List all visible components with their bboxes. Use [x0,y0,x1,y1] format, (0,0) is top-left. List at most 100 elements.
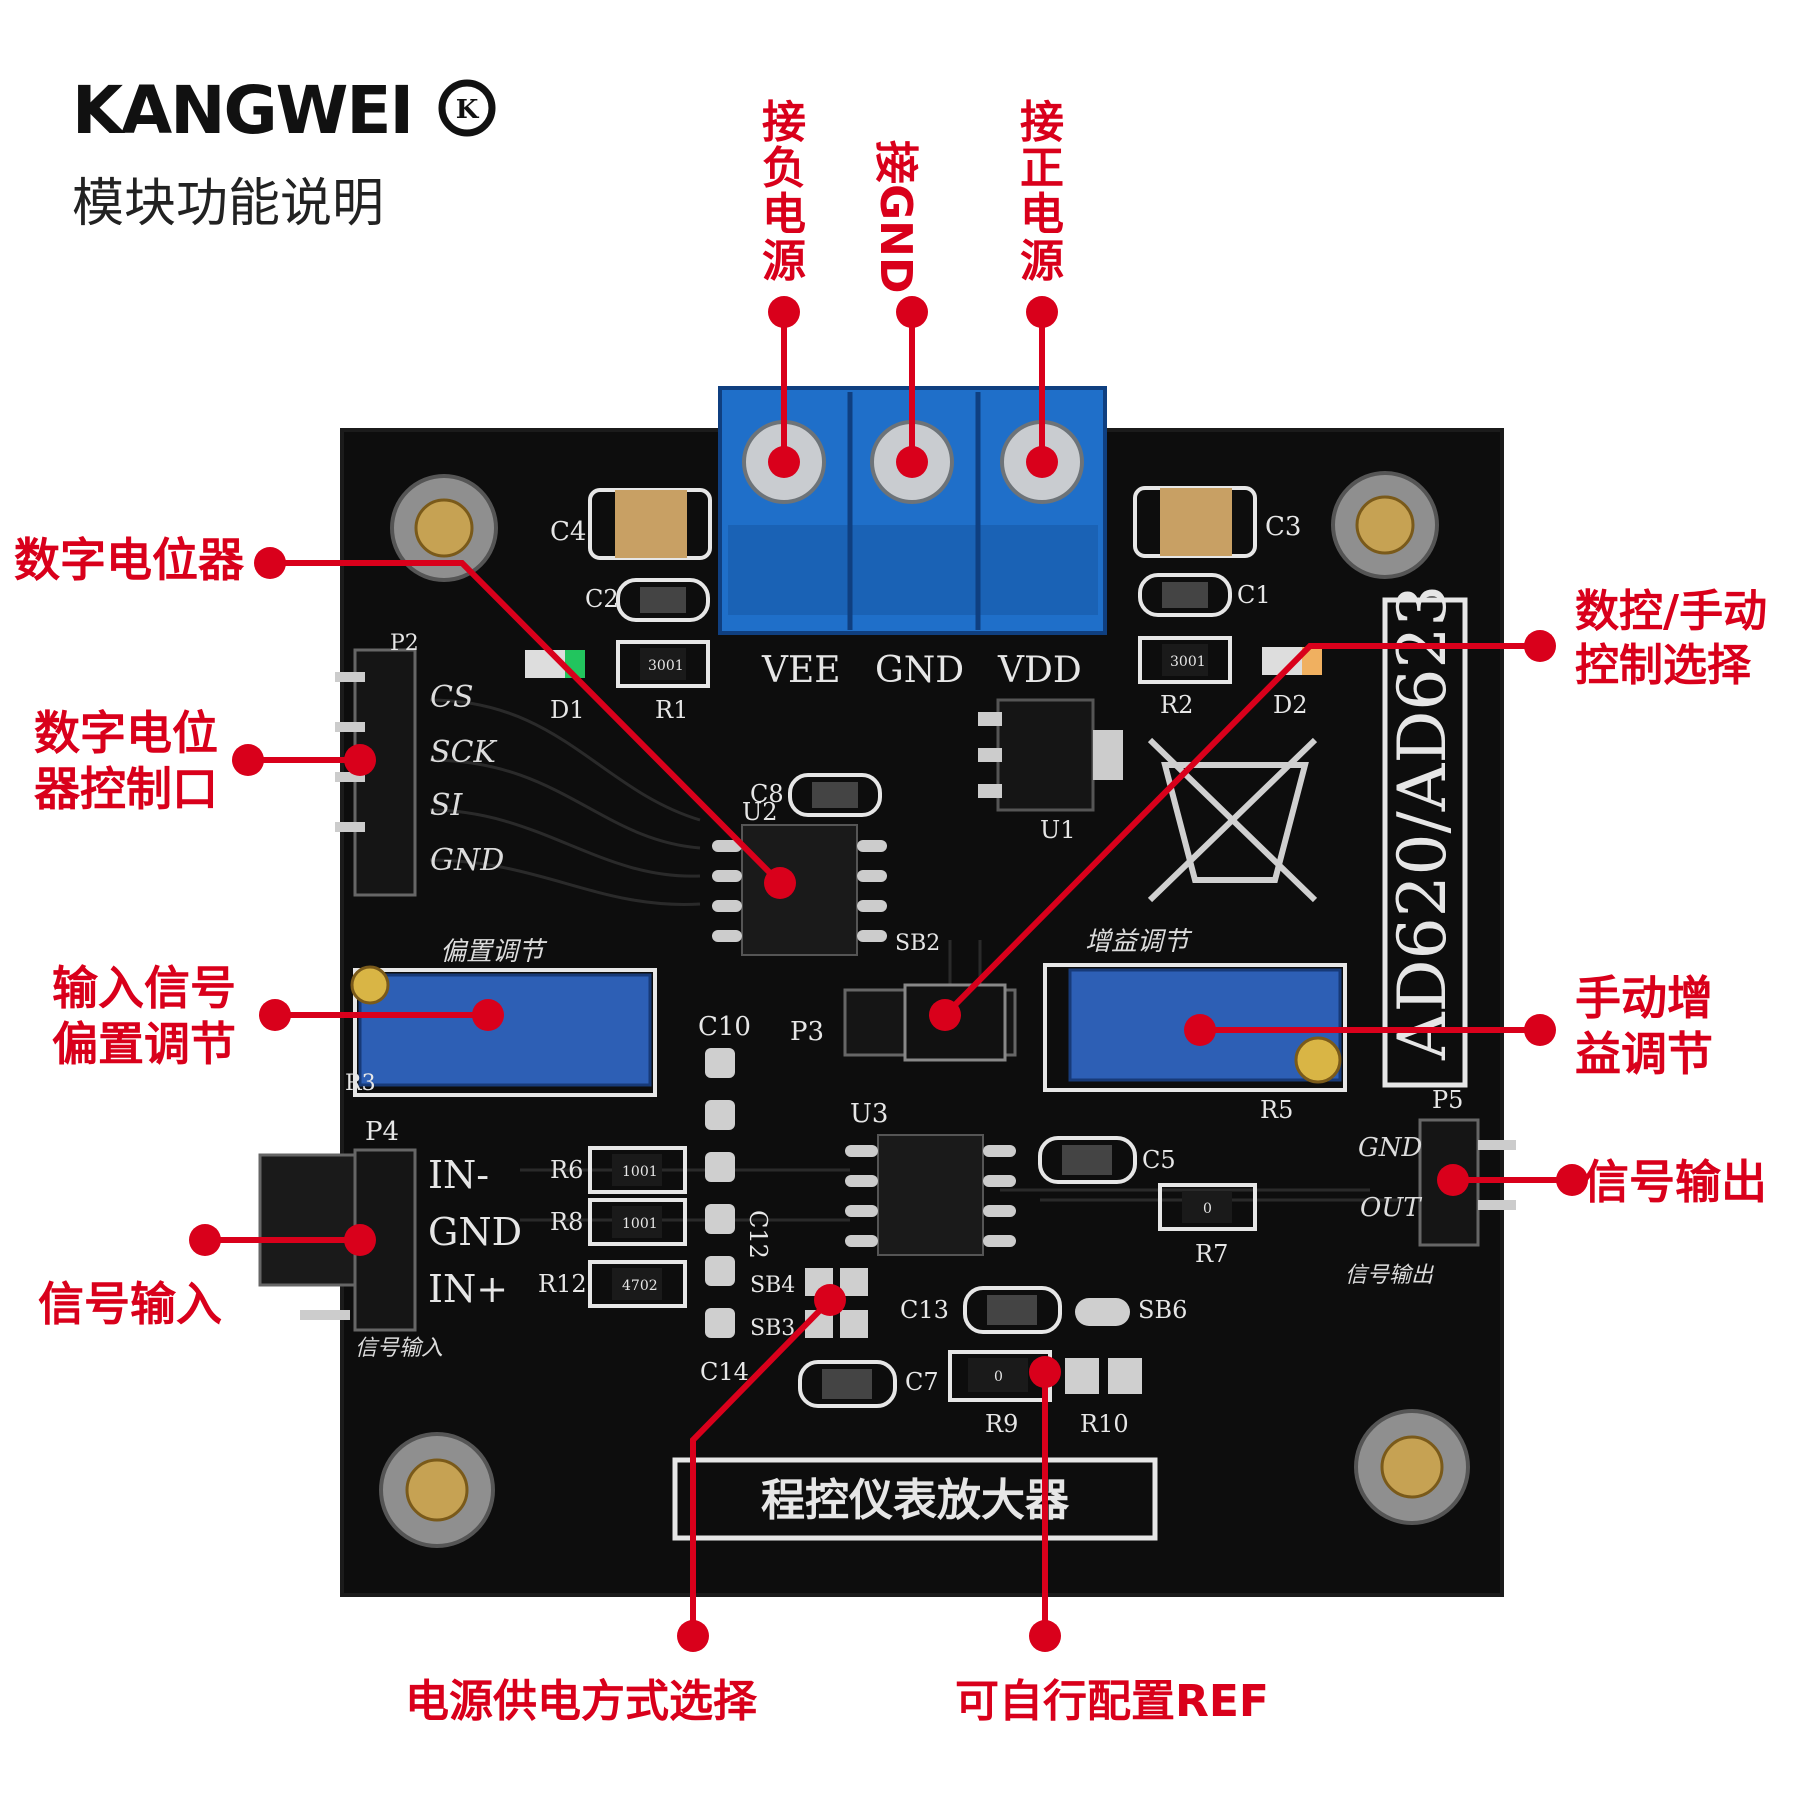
mount-post-tr [1331,471,1439,579]
weee-bin-icon [1147,737,1318,903]
ref-c14: C14 [700,1358,749,1386]
brand-subtitle: 模块功能说明 [72,174,385,234]
solder-bridge-sb6 [1075,1298,1130,1326]
callout-pos-power: 接正电源 [1020,97,1064,287]
smd-c8 [788,773,882,817]
spi-pin-cs: CS [430,680,474,715]
silk-offset-adjust: 偏置调节 [440,937,548,967]
callout-mode-select-line2: 控制选择 [1575,639,1751,691]
ref-p3: P3 [790,1017,824,1047]
power-pin-vee: VEE [761,650,841,691]
callout-digital-pot: 数字电位器 [14,533,244,587]
svg-text:K: K [456,95,480,125]
pcb-traces [429,698,1400,1222]
ref-d2: D2 [1273,691,1308,719]
callout-gnd: 接GND [870,140,921,294]
smd-r10 [1065,1358,1142,1394]
ref-sb2: SB2 [895,931,940,956]
ref-r12: R12 [538,1270,587,1298]
ref-c13: C13 [900,1296,949,1324]
ref-c5: C5 [1142,1146,1176,1174]
board-title: 程控仪表放大器 [761,1475,1070,1526]
smd-c5 [1038,1136,1137,1184]
callout-signal-input: 信号输入 [38,1277,222,1331]
ref-p5: P5 [1432,1086,1463,1114]
res-marking-r8: 1001 [622,1216,658,1232]
output-pin-out: OUT [1360,1193,1422,1223]
input-pin-gnd: GND [428,1210,522,1254]
callout-gain-adjust-line1: 手动增 [1575,971,1713,1025]
spi-pin-sck: SCK [430,735,498,770]
mount-post-br [1354,1409,1470,1525]
ref-r2: R2 [1160,691,1193,719]
ref-p4: P4 [365,1117,399,1147]
mount-post-tl [390,474,498,582]
ref-r8: R8 [550,1208,583,1236]
brand-mark-icon: K [438,79,496,137]
smd-r2 [1138,636,1232,684]
callout-mode-select-line1: 数控/手动 [1575,586,1768,637]
callout-offset-adjust-line1: 输入信号 [52,961,236,1015]
brand-logo: KANGWEI [72,72,414,149]
res-marking-r6: 1001 [622,1164,658,1180]
ref-r10: R10 [1080,1410,1129,1438]
callout-gain-adjust: 手动增 益调节 [1575,970,1713,1082]
ref-c2: C2 [585,585,619,613]
power-pin-vdd: VDD [997,650,1082,691]
ref-c10: C10 [698,1012,751,1042]
smd-c13 [963,1286,1062,1334]
spi-pin-gnd: GND [430,843,504,878]
board-title-box [672,1457,1158,1541]
instr-amp-chip-u3 [845,1134,1016,1256]
smd-r9 [948,1350,1052,1402]
res-marking-r7: 0 [1203,1201,1212,1217]
model-label: AD620/AD623 [1384,585,1461,1061]
callout-mode-select: 数控/手动 控制选择 [1575,585,1767,692]
mount-post-bl [379,1432,495,1548]
power-pin-gnd: GND [875,650,964,691]
ref-d1: D1 [550,696,585,724]
smd-r8 [588,1198,687,1246]
smd-c7 [798,1360,897,1408]
input-header-p4 [258,1148,417,1332]
smd-c1 [1138,573,1232,617]
ref-c1: C1 [1237,581,1271,609]
silk-signal-input: 信号输入 [355,1336,443,1361]
callout-ref-config: 可自行配置REF [955,1676,1269,1727]
ref-r1: R1 [655,696,688,724]
res-marking-r12: 4702 [622,1278,658,1294]
ref-r3: R3 [345,1071,376,1096]
ref-r5: R5 [1260,1096,1293,1124]
ref-r6: R6 [550,1156,583,1184]
spi-pin-si: SI [430,788,464,823]
ref-c7: C7 [905,1368,939,1396]
power-terminal-block [718,386,1107,635]
silk-signal-output: 信号输出 [1345,1263,1434,1288]
ref-c8: C8 [750,780,784,808]
res-marking-r2: 3001 [1170,654,1206,670]
ref-sb4: SB4 [750,1273,795,1298]
ref-sb6: SB6 [1138,1296,1187,1324]
callout-neg-power: 接负电源 [762,97,806,287]
cap-column [705,1048,735,1338]
mode-jumper-p3 [843,983,1017,1062]
silk-gain-adjust: 增益调节 [1085,927,1193,957]
res-marking-r1: 3001 [648,658,684,674]
input-pin-in-minus: IN- [428,1153,489,1197]
callout-digital-pot-ctrl-line2: 器控制口 [34,762,218,817]
smd-r1 [616,640,710,688]
ref-sb3: SB3 [750,1316,795,1341]
ref-u1: U1 [1040,816,1076,844]
ref-c3: C3 [1265,512,1301,542]
smd-c2 [616,578,710,622]
callout-gain-adjust-line2: 益调节 [1575,1027,1713,1082]
callout-offset-adjust-line2: 偏置调节 [52,1017,236,1072]
ref-c4: C4 [550,517,586,547]
ref-c12: C12 [744,1210,772,1259]
smd-r7 [1158,1183,1257,1231]
tantalum-cap-c4 [588,488,712,560]
callout-digital-pot-ctrl-line1: 数字电位 [34,706,218,760]
callout-connectors [205,312,1572,1636]
ref-r7: R7 [1195,1240,1228,1268]
